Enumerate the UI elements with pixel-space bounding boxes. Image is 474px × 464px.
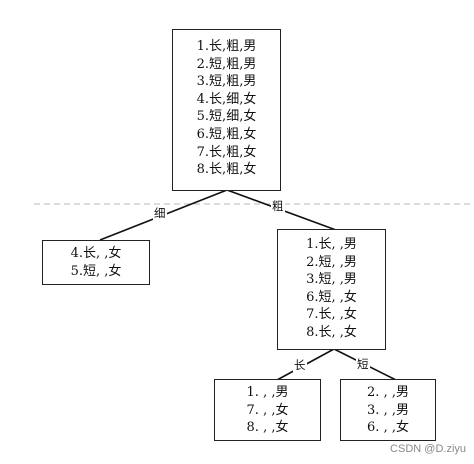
mid-row: 2.短, ,男 <box>306 254 357 270</box>
root-row: 7.长,粗,女 <box>196 144 257 160</box>
bottom-right-row: 3. , ,男 <box>367 402 409 418</box>
bottom-left-row: 7. , ,女 <box>246 402 289 418</box>
bottom-left-node: 1. , ,男 7. , ,女 8. , ,女 <box>214 379 321 441</box>
root-row: 6.短,粗,女 <box>196 126 257 142</box>
mid-row: 8.长, ,女 <box>306 324 357 340</box>
edge-label-mid-right: 短 <box>356 357 370 371</box>
root-row: 1.长,粗,男 <box>196 39 257 54</box>
mid-row: 7.长, ,女 <box>306 307 357 323</box>
bottom-right-row: 2. , ,男 <box>367 385 409 400</box>
mid-row: 1.长, ,男 <box>306 237 357 252</box>
left-leaf-node: 4.长, ,女 5.短, ,女 <box>42 240 150 285</box>
bottom-right-node: 2. , ,男 3. , ,男 6. , ,女 <box>340 379 436 441</box>
left-leaf-row: 5.短, ,女 <box>70 263 122 279</box>
edge-label-root-right: 粗 <box>271 199 285 213</box>
mid-row: 6.短, ,女 <box>306 289 357 305</box>
root-row: 3.短,粗,男 <box>196 74 257 90</box>
root-row: 4.长,细,女 <box>196 91 257 107</box>
left-leaf-row: 4.长, ,女 <box>70 246 122 261</box>
bottom-right-row: 6. , ,女 <box>367 420 409 436</box>
edge-label-mid-left: 长 <box>293 358 307 372</box>
bottom-left-row: 1. , ,男 <box>246 385 289 400</box>
bottom-left-row: 8. , ,女 <box>246 420 289 436</box>
root-row: 8.长,粗,女 <box>196 162 257 178</box>
mid-node: 1.长, ,男 2.短, ,男 3.短, ,男 6.短, ,女 7.长, ,女 … <box>277 229 386 350</box>
watermark: CSDN @D.ziyu <box>390 443 466 455</box>
root-row: 2.短,粗,男 <box>196 56 257 72</box>
mid-row: 3.短, ,男 <box>306 272 357 288</box>
root-node: 1.长,粗,男 2.短,粗,男 3.短,粗,男 4.长,细,女 5.短,细,女 … <box>172 29 281 191</box>
root-row: 5.短,细,女 <box>196 109 257 125</box>
edge-label-root-left: 细 <box>153 206 167 220</box>
